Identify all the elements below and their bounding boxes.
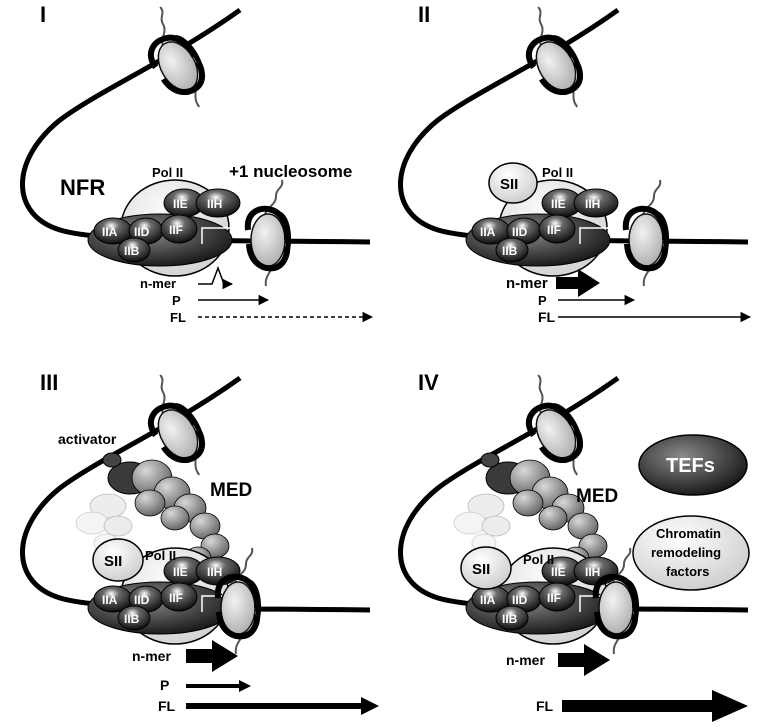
nmer-arrow [198, 265, 234, 290]
remodeling-label-line3: factors [666, 564, 709, 579]
pol-ii-label: Pol II [523, 552, 554, 567]
iid-label: IID [134, 593, 150, 607]
panel-numeral: II [418, 2, 430, 27]
fl-label: FL [170, 310, 186, 325]
sii-shape [488, 162, 538, 204]
iif-label: IIF [547, 591, 561, 605]
nmer-label: n-mer [506, 652, 545, 668]
panel-numeral: IV [418, 370, 439, 395]
iib-label: IIB [502, 244, 518, 258]
nfr-label: NFR [60, 175, 105, 200]
iie-label: IIE [173, 565, 188, 579]
sii-shape [92, 538, 144, 582]
fl-label: FL [538, 309, 556, 325]
sii-label: SII [500, 176, 518, 193]
iid-label: IID [134, 225, 150, 239]
iid-label: IID [512, 225, 528, 239]
fl-label: FL [536, 698, 554, 714]
panel-4: IV MED SII Pol II IIE IIH IIA IID IIF [398, 370, 750, 722]
remodeling-label-line2: remodeling [651, 545, 721, 560]
iib-label: IIB [124, 244, 140, 258]
sii-shape [460, 546, 512, 590]
nmer-arrow [556, 269, 600, 297]
panel-3: III activator MED SII Pol II IIE IIH [20, 370, 379, 715]
p-label: P [538, 293, 547, 308]
activator-shape [480, 452, 500, 468]
iie-label: IIE [551, 197, 566, 211]
iia-label: IIA [102, 593, 118, 607]
iih-label: IIH [585, 565, 600, 579]
iif-label: IIF [547, 223, 561, 237]
nmer-label: n-mer [506, 275, 548, 292]
sii-label: SII [472, 561, 490, 578]
nmer-label: n-mer [140, 276, 176, 291]
iif-label: IIF [169, 591, 183, 605]
p-label: P [160, 677, 169, 693]
iib-label: IIB [124, 612, 140, 626]
panel-2: II SII Pol II IIE IIH IIA IID IIF IIB n-… [398, 2, 752, 325]
plus1-nucleosome [626, 180, 667, 286]
med-label: MED [210, 480, 252, 501]
pol-ii-label: Pol II [145, 548, 176, 563]
iia-label: IIA [480, 225, 496, 239]
panel-numeral: III [40, 370, 58, 395]
panel-numeral: I [40, 2, 46, 27]
pol-ii-label: Pol II [152, 165, 183, 180]
nmer-arrow [186, 640, 238, 672]
upstream-nucleosome [509, 4, 597, 116]
tefs-label: TEFs [666, 455, 715, 477]
iih-label: IIH [585, 197, 600, 211]
iih-label: IIH [207, 197, 222, 211]
iia-label: IIA [480, 593, 496, 607]
iie-label: IIE [551, 565, 566, 579]
nmer-arrow [558, 644, 610, 676]
activator-label: activator [58, 431, 117, 447]
iif-label: IIF [169, 223, 183, 237]
med-label: MED [576, 486, 618, 507]
iid-label: IID [512, 593, 528, 607]
p-label: P [172, 293, 181, 308]
iih-label: IIH [207, 565, 222, 579]
mediator-complex [453, 459, 608, 570]
iie-label: IIE [173, 197, 188, 211]
remodeling-label-line1: Chromatin [656, 526, 721, 541]
plus1-nucleosome [248, 180, 289, 286]
remodeling-factors-shape [632, 515, 750, 591]
iia-label: IIA [102, 225, 118, 239]
pol-ii-label: Pol II [542, 165, 573, 180]
tefs-shape [638, 434, 748, 496]
panel-1: I NFR Pol II +1 nucleosome IIE IIH IIA I… [20, 2, 374, 325]
fl-label: FL [158, 698, 176, 714]
upstream-nucleosome [131, 4, 219, 116]
sii-label: SII [104, 553, 122, 570]
nucleosome-label: +1 nucleosome [229, 162, 352, 181]
fl-arrow [562, 690, 748, 722]
iib-label: IIB [502, 612, 518, 626]
activator-shape [102, 452, 122, 468]
nmer-label: n-mer [132, 648, 171, 664]
